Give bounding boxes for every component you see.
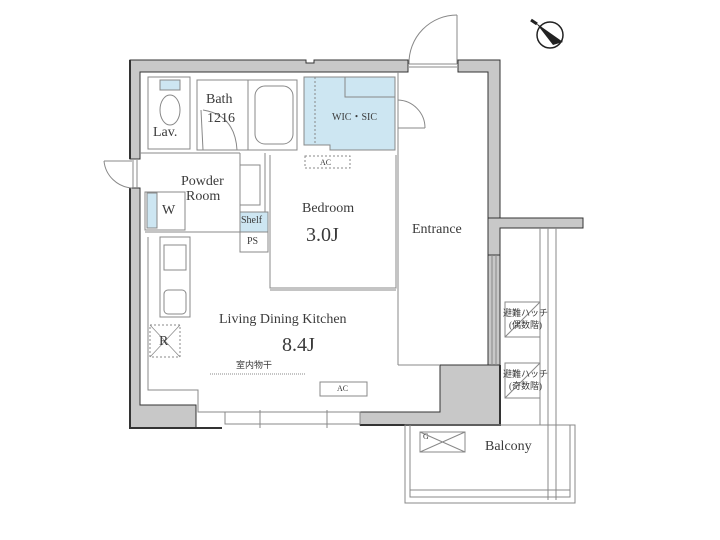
balcony-label: Balcony: [485, 439, 532, 454]
bath-label: Bath: [206, 92, 233, 107]
hatch-odd-line1: 避難ハッチ: [503, 369, 549, 379]
fridge-label: R: [159, 334, 169, 349]
bath-size: 1216: [207, 111, 235, 126]
ps-label: PS: [247, 236, 259, 247]
north-arrow-icon: [530, 18, 564, 49]
gas-meter-label: G: [423, 432, 429, 441]
washer-label: W: [162, 203, 176, 218]
lav-label: Lav.: [153, 125, 178, 140]
entrance-door: [408, 14, 458, 68]
ac-bedroom: AC: [320, 158, 332, 167]
ldk-label: Living Dining Kitchen: [219, 312, 347, 327]
shelf-label: Shelf: [241, 215, 263, 226]
wic-label: WIC・SIC: [332, 112, 377, 123]
ac-ldk: AC: [337, 384, 349, 393]
powder-room-door: [103, 160, 138, 189]
bedroom-label: Bedroom: [302, 201, 355, 216]
escape-hatch-odd: 避難ハッチ (奇数階): [503, 368, 548, 392]
ldk-size: 8.4J: [282, 334, 315, 356]
escape-hatch-even: 避難ハッチ (偶数階): [503, 307, 548, 331]
entrance-label: Entrance: [412, 222, 462, 237]
powder-room-label-1: Powder: [181, 174, 224, 189]
bedroom-size: 3.0J: [306, 224, 339, 246]
indoor-drying-label: 室内物干: [236, 360, 273, 370]
exterior-walls: [129, 59, 584, 429]
hatch-odd-line2: (奇数階): [509, 381, 542, 391]
hatch-even-line1: 避難ハッチ: [503, 308, 549, 318]
hatch-even-line2: (偶数階): [509, 320, 542, 330]
powder-room-label-2: Room: [186, 189, 221, 204]
